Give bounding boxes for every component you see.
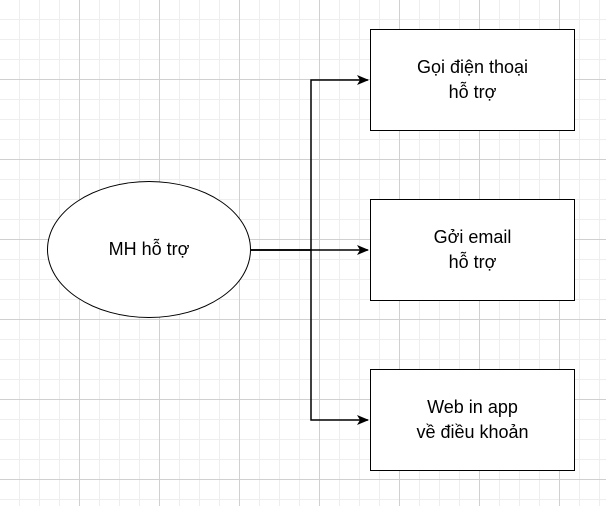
web-terms-label-line-1: Web in app: [427, 397, 518, 417]
email-support-node[interactable]: Gởi email hỗ trợ: [370, 199, 575, 301]
web-terms-label-line-2: về điều khoản: [416, 422, 529, 442]
connector-to-call-support: [251, 75, 369, 251]
call-support-node[interactable]: Gọi điện thoại hỗ trợ: [370, 29, 575, 131]
web-terms-label: Web in app về điều khoản: [416, 395, 528, 445]
connector-to-web-terms: [251, 249, 369, 425]
email-support-label: Gởi email hỗ trợ: [434, 225, 512, 275]
support-screen-label: MH hỗ trợ: [109, 237, 190, 262]
call-support-label-line-1: Gọi điện thoại: [416, 57, 529, 77]
email-support-label-line-2: hỗ trợ: [448, 252, 497, 272]
email-support-label-line-1: Gởi email: [433, 227, 512, 247]
call-support-label: Gọi điện thoại hỗ trợ: [417, 55, 528, 105]
support-screen-node[interactable]: MH hỗ trợ: [47, 181, 251, 318]
call-support-label-line-2: hỗ trợ: [448, 82, 497, 102]
support-screen-label-line: MH hỗ trợ: [108, 239, 190, 259]
web-terms-node[interactable]: Web in app về điều khoản: [370, 369, 575, 471]
